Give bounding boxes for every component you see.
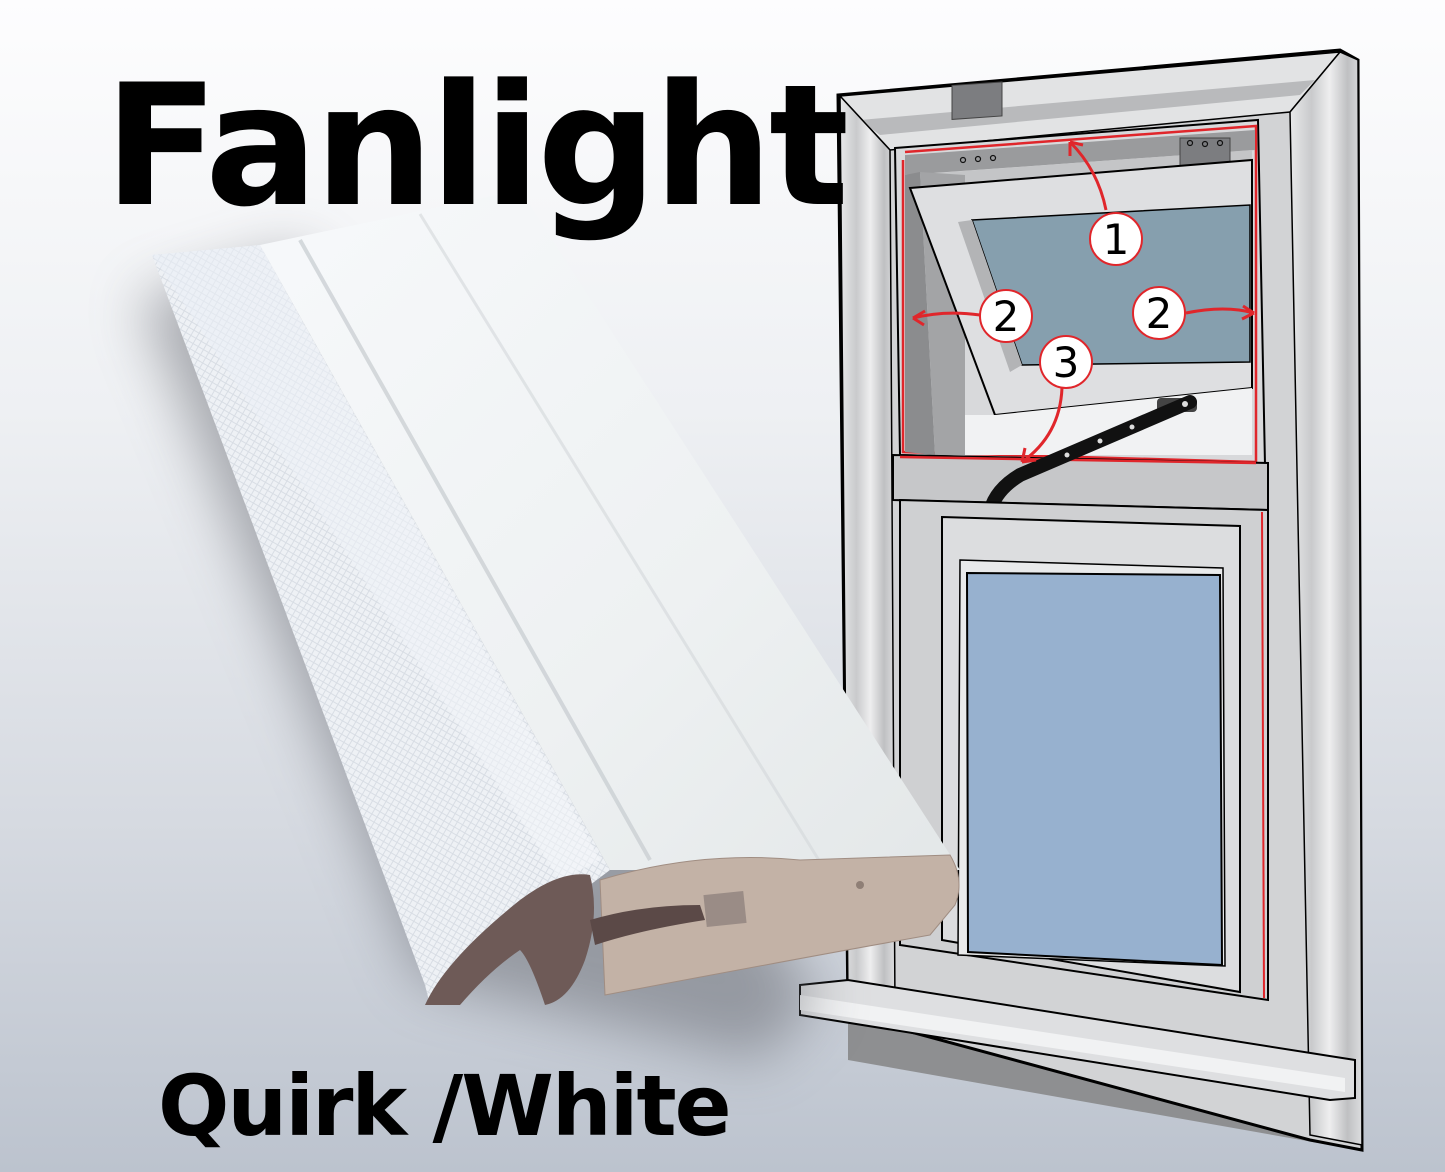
callout-2-left-badge: 2 (979, 289, 1033, 343)
callout-badges: 1 2 2 3 (979, 212, 1186, 389)
title: Fanlight (104, 48, 849, 244)
svg-text:1: 1 (1103, 215, 1130, 264)
subtitle: Quirk /White (158, 1057, 732, 1155)
hinge-left-icon (951, 81, 1003, 164)
callout-1-badge: 1 (1089, 212, 1143, 266)
callout-2-right-badge: 2 (1132, 286, 1186, 340)
quirk-seal-strip (140, 190, 960, 1060)
callout-3-badge: 3 (1039, 335, 1093, 389)
window-diagram (799, 48, 1364, 1152)
svg-text:2: 2 (993, 292, 1020, 341)
lower-glass (965, 571, 1224, 967)
svg-text:2: 2 (1146, 289, 1173, 338)
callouts (912, 140, 1255, 464)
svg-text:3: 3 (1053, 338, 1080, 387)
